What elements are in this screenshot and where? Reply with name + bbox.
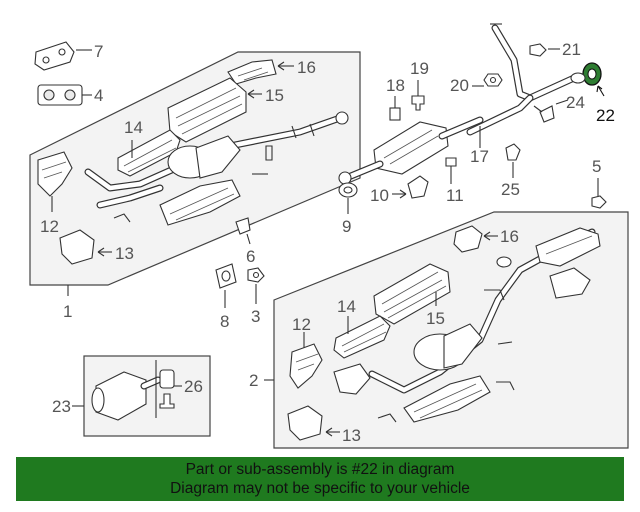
banner-line-1: Part or sub-assembly is #22 in diagram <box>185 461 455 478</box>
rear-pipe-assembly-2[interactable] <box>368 227 601 394</box>
gasket-part-22-highlighted[interactable] <box>582 62 602 86</box>
callout-9[interactable]: 9 <box>342 217 351 236</box>
bolt-part-19[interactable] <box>411 80 425 111</box>
callout-15b[interactable]: 15 <box>426 309 445 328</box>
manifold-part-14b[interactable] <box>333 315 391 359</box>
callout-17[interactable]: 17 <box>470 147 489 166</box>
clip-5 <box>497 341 513 345</box>
callout-12b[interactable]: 12 <box>292 315 311 334</box>
heat-shield-2[interactable] <box>549 267 591 299</box>
gasket-part-8[interactable] <box>215 263 237 289</box>
callout-4[interactable]: 4 <box>94 86 103 105</box>
callout-5[interactable]: 5 <box>592 157 601 176</box>
heat-shield-part-16b[interactable] <box>453 225 483 253</box>
nut-part-5[interactable] <box>591 178 607 209</box>
callout-16b[interactable]: 16 <box>500 227 519 246</box>
callout-7[interactable]: 7 <box>94 42 103 61</box>
gasket-part-9[interactable] <box>338 182 358 198</box>
callout-1[interactable]: 1 <box>63 302 72 321</box>
clip-3 <box>377 413 397 423</box>
nut-part-20[interactable] <box>483 73 503 87</box>
nut-part-3[interactable] <box>247 267 265 283</box>
nut-part-21[interactable] <box>529 43 547 57</box>
callout-6[interactable]: 6 <box>246 247 255 266</box>
callout-14a[interactable]: 14 <box>124 118 143 137</box>
callout-16a[interactable]: 16 <box>297 58 316 77</box>
info-banner: Part or sub-assembly is #22 in diagram D… <box>16 457 624 501</box>
clip-4 <box>496 381 515 391</box>
gasket-small-1[interactable] <box>265 145 273 161</box>
hanger-part-10[interactable] <box>407 175 429 199</box>
bolt-part-6[interactable] <box>235 217 251 245</box>
center-muffler-part-17[interactable] <box>338 116 484 185</box>
callout-10[interactable]: 10 <box>370 186 389 205</box>
callout-21[interactable]: 21 <box>562 40 581 59</box>
catalytic-converter-2[interactable] <box>413 323 483 371</box>
callout-24[interactable]: 24 <box>566 93 585 112</box>
heat-guard-part-12b[interactable] <box>289 343 323 389</box>
callout-18[interactable]: 18 <box>386 76 405 95</box>
callout-11[interactable]: 11 <box>446 186 464 205</box>
exhaust-parts-diagram: 7 4 16 15 14 12 13 1 18 19 20 21 22 24 1… <box>29 23 629 449</box>
manifold-gasket-2[interactable] <box>333 363 371 395</box>
callout-26[interactable]: 26 <box>184 377 203 396</box>
front-pipe-assembly-1[interactable] <box>84 111 349 209</box>
nut-part-25[interactable] <box>505 143 521 178</box>
catalytic-converter-part-15b[interactable] <box>373 263 451 325</box>
callout-22-highlighted[interactable]: 22 <box>596 106 615 125</box>
assembly-box-2 <box>273 211 629 449</box>
callout-13a[interactable]: 13 <box>115 244 134 263</box>
callout-15a[interactable]: 15 <box>265 86 284 105</box>
bolt-part-18[interactable] <box>389 96 401 121</box>
callout-3[interactable]: 3 <box>251 307 260 326</box>
banner-line-2: Diagram may not be specific to your vehi… <box>170 480 470 497</box>
callout-20[interactable]: 20 <box>450 76 469 95</box>
callout-14b[interactable]: 14 <box>337 297 356 316</box>
callout-8[interactable]: 8 <box>220 312 229 331</box>
callout-25[interactable]: 25 <box>501 180 520 199</box>
tail-pipe-assembly[interactable] <box>466 23 586 136</box>
callout-19[interactable]: 19 <box>410 59 429 78</box>
callout-23[interactable]: 23 <box>52 397 71 416</box>
clip-2 <box>113 213 131 223</box>
bushing-part-26[interactable] <box>159 369 175 409</box>
bracket-part-13a[interactable] <box>59 229 95 265</box>
callout-12a[interactable]: 12 <box>40 217 59 236</box>
callout-13b[interactable]: 13 <box>342 426 361 445</box>
mount-part-4[interactable] <box>37 84 83 106</box>
hanger-bracket-2 <box>484 289 505 301</box>
bolt-part-24[interactable] <box>533 105 555 123</box>
bolt-part-11[interactable] <box>445 157 457 184</box>
callout-2[interactable]: 2 <box>249 371 258 390</box>
bracket-part-7[interactable] <box>34 41 75 71</box>
bracket-part-13b[interactable] <box>287 405 323 441</box>
